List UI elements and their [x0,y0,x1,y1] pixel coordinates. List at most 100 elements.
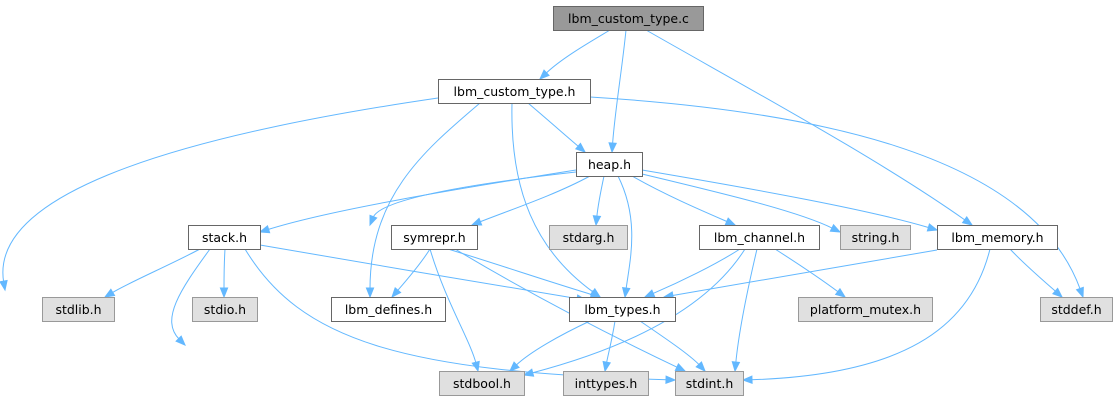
edge-line [429,248,477,364]
node-box [840,225,911,250]
node-lbm-types-h[interactable]: lbm_types.h [569,297,676,322]
edge-arrowhead [391,286,402,299]
edge-line [267,169,577,231]
node-stddef-h: stddef.h [1040,297,1113,322]
edge-arrowhead [470,217,483,226]
edge-arrowhead [175,335,186,346]
edge-line [369,102,481,290]
edge-stack-h-to-lbm-types-h [259,244,588,303]
edge-arrowhead [509,361,520,372]
node-stdbool-h: stdbool.h [439,371,525,396]
edge-arrowhead [724,217,737,226]
edge-arrowhead [608,142,618,154]
edge-heap-h-to-stdarg-h [592,175,605,227]
edge-line [671,249,938,297]
node-label: lbm_defines.h [345,302,432,317]
edge-lbm-types-h-to-stdint-h [639,320,706,372]
edge-line [617,175,633,290]
edge-line [223,248,226,290]
edge-line [596,175,605,218]
edge-heap-h-to-lbm-channel-h [631,175,737,226]
edge-lbm-custom-type-c-to-lbm-memory-h [645,29,974,226]
edge-line [641,173,834,229]
edge-lbm-custom-type-h-to-lbm-defines-h [365,102,481,299]
node-box [937,225,1058,250]
edge-arrowhead [369,214,378,227]
edge-symrepr-h-to-lbm-defines-h [391,248,431,299]
edge-line [396,248,431,292]
edge-line [589,96,1081,290]
edge-stack-h-to-stdio-h [219,248,229,299]
edge-line [2,97,439,283]
node-lbm-custom-type-c[interactable]: lbm_custom_type.c [553,6,704,31]
node-symrepr-h[interactable]: symrepr.h [391,225,478,250]
node-layer: lbm_custom_type.c lbm_custom_type.h heap.h… [42,6,1113,396]
edge-line [259,244,579,300]
edge-lbm-channel-h-to-lbm-types-h [643,248,741,298]
node-label: stdint.h [686,376,734,391]
node-box [549,225,628,250]
node-label: lbm_custom_type.h [454,84,576,99]
edge-line [641,169,930,229]
edge-arrowhead [741,375,753,385]
node-stdint-h: stdint.h [675,371,744,396]
edge-arrowhead [665,375,677,385]
node-label: stdarg.h [563,230,615,245]
node-inttypes-h: inttypes.h [563,371,649,396]
edge-arrowhead [574,142,587,153]
edge-lbm-channel-h-to-stdbool-h [522,248,746,377]
edge-arrowhead [695,361,706,372]
node-heap-h[interactable]: heap.h [576,152,643,177]
node-lbm-custom-type-h[interactable]: lbm_custom_type.h [438,79,591,104]
node-box [1040,297,1113,322]
edge-lbm-types-h-to-inttypes-h [602,320,616,373]
edge-lbm-types-h-to-stdbool-h [509,320,591,372]
edge-lbm-memory-h-to-stddef-h [1009,248,1064,298]
node-stack-h[interactable]: stack.h [188,225,261,250]
edge-line [645,29,966,221]
node-label: inttypes.h [575,376,638,391]
node-string-h: string.h [840,225,911,250]
edge-line [652,248,741,295]
edge-symrepr-h-to-lbm-types-h [447,248,602,299]
node-lbm-defines-h[interactable]: lbm_defines.h [331,297,446,322]
edge-line [372,171,577,218]
edge-lbm-custom-type-h-to-heap-h [527,102,587,153]
edge-line [479,175,591,223]
node-box [553,6,704,31]
node-label: lbm_channel.h [714,230,805,245]
node-label: lbm_custom_type.c [568,11,689,26]
edge-arrowhead [219,287,229,299]
node-stdlib-h: stdlib.h [42,297,115,322]
edge-arrowhead [643,289,656,298]
edge-arrowhead [539,69,550,80]
edge-heap-h-to-string-h [641,173,842,233]
node-platform-mutex-h: platform_mutex.h [798,297,933,322]
edge-lbm-channel-h-to-platform-mutex-h [774,248,847,298]
edge-arrowhead [0,279,8,292]
edge-arrowhead [731,361,741,373]
node-lbm-channel-h[interactable]: lbm_channel.h [699,225,820,250]
edge-line [111,248,201,294]
edge-line [531,248,746,374]
edge-arrowhead [621,287,631,299]
node-lbm-memory-h[interactable]: lbm_memory.h [937,225,1058,250]
edge-arrowhead [1052,287,1064,298]
edge-heap-h-to-lbm-types-h [617,175,633,299]
edge-lbm-custom-type-c-to-heap-h [608,29,627,154]
node-box [569,297,676,322]
edge-arrowhead [829,223,842,233]
edge-heap-h-to-lbm-memory-h [641,169,939,232]
node-label: string.h [852,230,900,245]
edge-line [631,175,728,223]
edge-arrowhead [471,360,480,373]
node-label: platform_mutex.h [810,302,921,317]
edge-arrowhead [834,287,847,298]
edge-line [774,248,839,293]
node-box [576,152,643,177]
edge-line [1009,248,1057,293]
node-stdio-h: stdio.h [192,297,258,322]
node-box [798,297,933,322]
node-box [331,297,446,322]
edge-arrowhead [522,368,535,377]
